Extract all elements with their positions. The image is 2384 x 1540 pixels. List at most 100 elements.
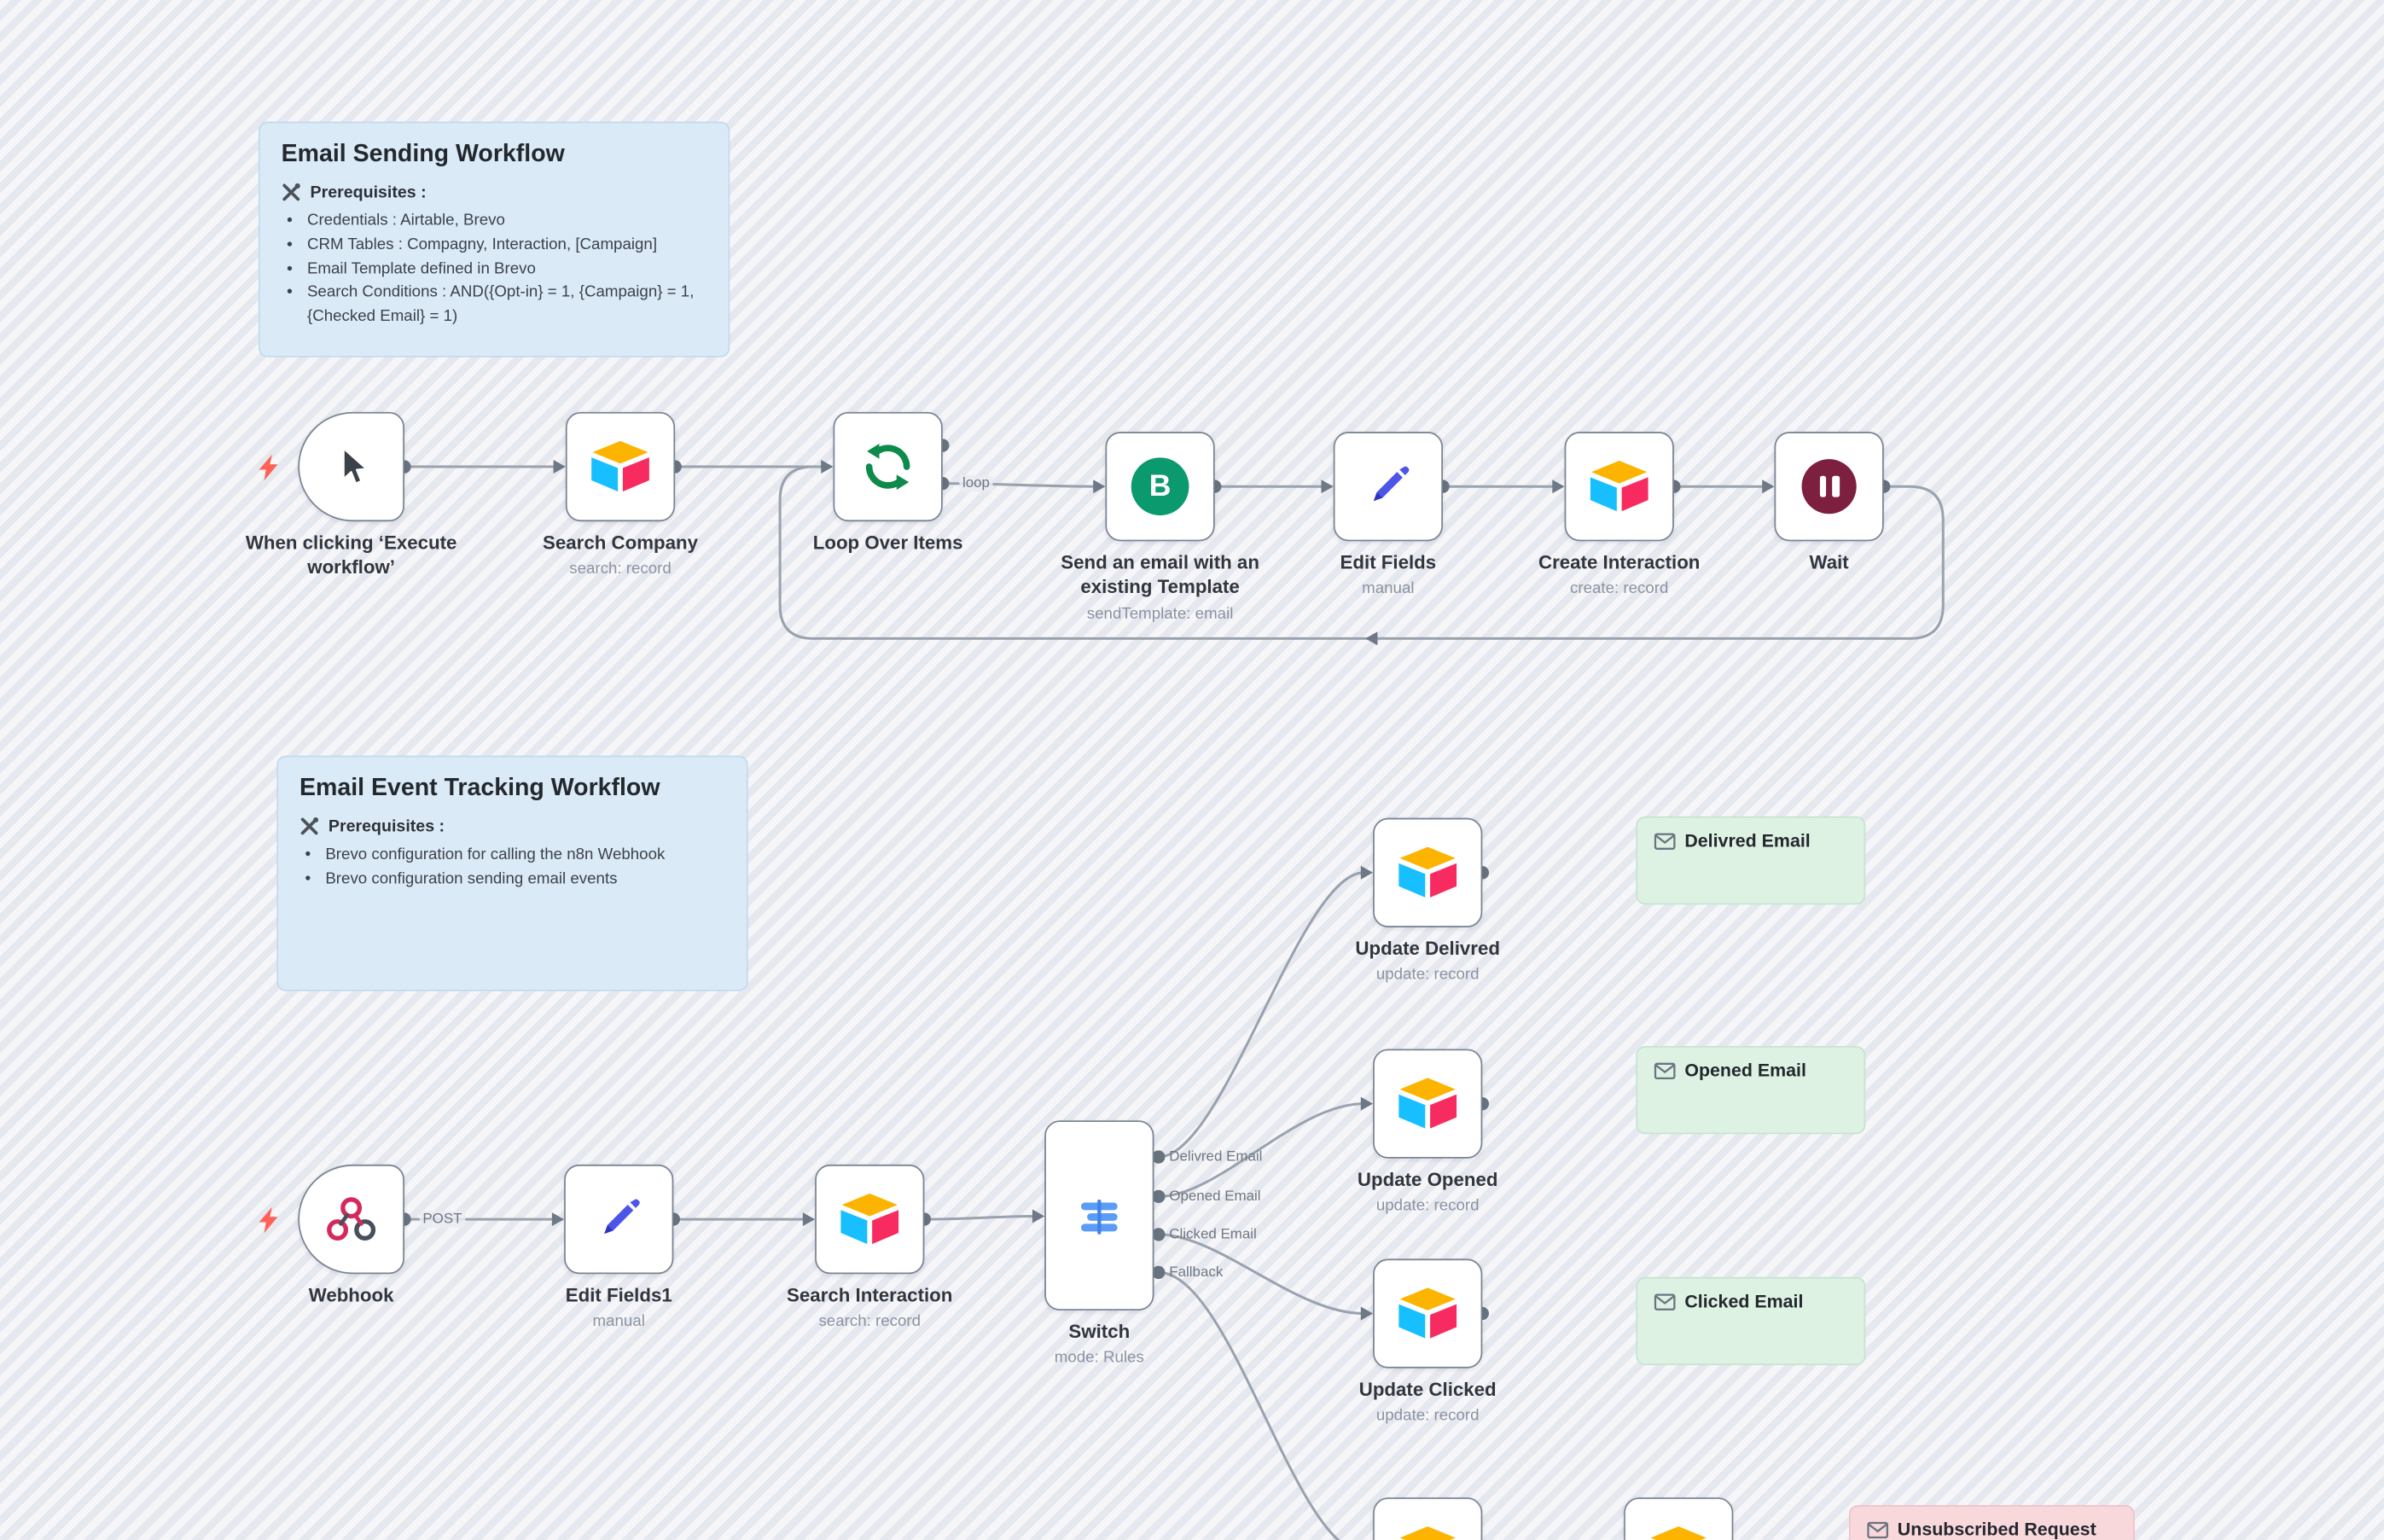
node-box[interactable] <box>565 411 676 522</box>
switch-output-label-delivred: Delivred Email <box>1169 1148 1263 1165</box>
sticky-title: Unsubscribed Request <box>1897 1519 2096 1540</box>
node-subtitle: manual <box>592 1312 645 1331</box>
node-box[interactable] <box>1373 817 1483 927</box>
node-box[interactable] <box>1333 432 1444 542</box>
node-wait[interactable]: Wait <box>1774 432 1884 573</box>
airtable-icon <box>1399 1526 1456 1540</box>
node-label: Webhook <box>308 1284 394 1306</box>
node-update-delivred[interactable]: Update Delivred update: record <box>1355 817 1500 984</box>
pause-icon <box>1801 459 1857 514</box>
edge-label-post: POST <box>419 1211 466 1228</box>
node-box[interactable] <box>1044 1120 1154 1310</box>
cursor-icon <box>342 447 368 485</box>
prerequisite-item: Brevo configuration for calling the n8n … <box>325 844 725 868</box>
email-icon <box>1654 1061 1676 1079</box>
sticky-note-email-event-tracking[interactable]: Email Event Tracking Workflow Prerequisi… <box>276 755 748 991</box>
node-box[interactable] <box>1373 1497 1483 1540</box>
node-search-company[interactable]: Search Company search: record <box>543 411 698 578</box>
sticky-note-delivred-email[interactable]: Delivred Email <box>1636 816 1866 905</box>
trigger-bolt-icon <box>259 454 278 481</box>
node-subtitle: create: record <box>1570 579 1669 598</box>
airtable-icon <box>1398 1078 1457 1129</box>
sticky-title: Delivred Email <box>1684 829 1811 851</box>
sticky-title: Clicked Email <box>1684 1290 1804 1312</box>
node-search-interaction[interactable]: Search Interaction search: record <box>787 1164 952 1331</box>
node-subtitle: manual <box>1362 579 1415 598</box>
node-subtitle: update: record <box>1375 1196 1480 1216</box>
loop-icon <box>865 443 910 491</box>
tools-icon <box>282 183 300 201</box>
switch-output-label-fallback: Fallback <box>1169 1264 1224 1281</box>
node-manual-trigger[interactable]: When clicking ‘Execute workflow’ <box>246 411 456 578</box>
node-create-interaction[interactable]: Create Interaction create: record <box>1538 432 1700 598</box>
sticky-note-email-sending[interactable]: Email Sending Workflow Prerequisites : C… <box>258 121 730 357</box>
prerequisites-list: Brevo configuration for calling the n8n … <box>299 844 725 892</box>
node-subtitle: update: record <box>1375 1406 1480 1426</box>
airtable-icon <box>1650 1526 1707 1540</box>
node-label: Update Opened <box>1357 1169 1498 1191</box>
prerequisite-item: Search Conditions : AND({Opt-in} = 1, {C… <box>307 282 707 329</box>
prerequisites-label: Prerequisites : <box>310 183 427 202</box>
node-partial-bottom-left[interactable] <box>1373 1497 1483 1540</box>
node-subtitle: sendTemplate: email <box>1086 604 1234 623</box>
sticky-title: Email Sending Workflow <box>281 141 565 168</box>
prerequisites-list: Credentials : Airtable, Brevo CRM Tables… <box>282 210 707 329</box>
node-subtitle: search: record <box>818 1312 922 1331</box>
node-send-email-brevo[interactable]: B Send an email with an existing Templat… <box>1061 432 1259 623</box>
email-icon <box>1654 832 1676 850</box>
node-webhook[interactable]: Webhook <box>259 1164 404 1306</box>
pencil-icon <box>604 1199 640 1235</box>
node-box[interactable] <box>1564 432 1674 542</box>
brevo-letter: B <box>1148 468 1172 503</box>
edge-label-loop: loop <box>959 474 993 492</box>
node-box[interactable] <box>815 1164 925 1275</box>
pencil-icon <box>1373 466 1410 502</box>
node-update-opened[interactable]: Update Opened update: record <box>1358 1049 1498 1215</box>
brevo-icon: B <box>1131 457 1189 516</box>
connection-wires <box>404 465 1945 1540</box>
trigger-bolt-icon <box>259 1206 278 1234</box>
node-box[interactable] <box>833 411 943 522</box>
node-label: Update Delivred <box>1355 938 1500 960</box>
node-label: Search Company <box>543 532 699 554</box>
node-update-clicked[interactable]: Update Clicked update: record <box>1359 1258 1497 1425</box>
tools-icon <box>300 816 319 835</box>
prerequisite-item: CRM Tables : Compagny, Interaction, [Cam… <box>307 234 707 258</box>
node-label: Loop Over Items <box>812 532 963 554</box>
node-subtitle: mode: Rules <box>1054 1348 1144 1368</box>
email-icon <box>1654 1293 1676 1310</box>
node-box[interactable] <box>298 411 404 522</box>
node-box[interactable] <box>1624 1497 1734 1540</box>
node-box[interactable] <box>564 1164 674 1275</box>
airtable-icon <box>1398 1287 1457 1339</box>
switch-output-label-clicked: Clicked Email <box>1169 1226 1257 1243</box>
email-icon <box>1867 1520 1889 1538</box>
node-label: Edit Fields1 <box>565 1284 672 1306</box>
airtable-icon <box>840 1193 899 1245</box>
prerequisite-item: Credentials : Airtable, Brevo <box>307 210 707 234</box>
prerequisite-item: Email Template defined in Brevo <box>307 258 707 282</box>
node-edit-fields1[interactable]: Edit Fields1 manual <box>564 1164 674 1331</box>
sticky-note-clicked-email[interactable]: Clicked Email <box>1636 1276 1866 1366</box>
sticky-title: Email Event Tracking Workflow <box>299 775 660 802</box>
node-subtitle: search: record <box>569 560 672 578</box>
sticky-note-unsubscribed-request[interactable]: Unsubscribed Request <box>1848 1505 2135 1540</box>
node-label: Edit Fields <box>1340 551 1437 573</box>
airtable-icon <box>1398 846 1457 898</box>
node-box[interactable] <box>1373 1049 1483 1159</box>
switch-icon <box>1080 1199 1118 1235</box>
node-partial-bottom-right[interactable] <box>1624 1497 1734 1540</box>
node-loop-over-items[interactable]: Loop Over Items <box>813 411 962 554</box>
airtable-icon <box>591 440 649 492</box>
node-edit-fields[interactable]: Edit Fields manual <box>1333 432 1444 598</box>
node-label: Update Clicked <box>1358 1379 1497 1401</box>
node-switch[interactable]: Switch mode: Rules <box>1044 1120 1154 1367</box>
sticky-note-opened-email[interactable]: Opened Email <box>1636 1045 1866 1135</box>
node-label: Wait <box>1809 551 1849 573</box>
node-box[interactable] <box>298 1164 404 1275</box>
node-box[interactable] <box>1373 1258 1483 1369</box>
node-box[interactable] <box>1774 432 1884 542</box>
node-box[interactable]: B <box>1105 432 1215 542</box>
